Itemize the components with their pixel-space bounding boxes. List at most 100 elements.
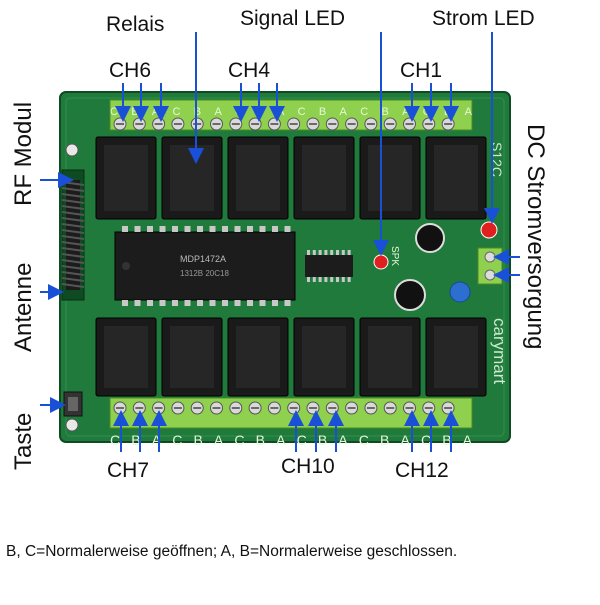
- chip-pin: [159, 300, 166, 306]
- relay-face: [170, 145, 214, 211]
- small-ic: [305, 250, 353, 282]
- chip-pin: [172, 226, 178, 232]
- chip-pin: [272, 300, 278, 306]
- antenna-coil-turn: [61, 199, 85, 204]
- chip-pin: [172, 300, 178, 306]
- chip-pin: [284, 226, 291, 232]
- chip-pin: [222, 226, 228, 232]
- terminal-strip-top: CBACBACBACBACBACBA: [109, 99, 473, 131]
- small-ic-pin: [312, 250, 316, 255]
- chip-pin: [284, 300, 291, 306]
- dc-terminal: [477, 247, 503, 285]
- relay-face: [302, 326, 346, 388]
- antenna-coil-turn: [61, 271, 85, 276]
- antenna-coil-turn: [61, 241, 85, 246]
- antenna-coil-turn: [61, 187, 85, 192]
- small-ic-pin: [312, 277, 316, 282]
- relay-row-top: [95, 136, 487, 220]
- chip-pin: [122, 300, 128, 306]
- relay-face: [434, 326, 478, 388]
- chip-pin: [134, 300, 141, 306]
- antenna-coil-turn: [61, 223, 85, 228]
- relay-face: [104, 326, 148, 388]
- antenna-coil-turn: [61, 235, 85, 240]
- small-ic-pin: [341, 277, 345, 282]
- chip-pin: [147, 300, 153, 306]
- chip-pin: [197, 226, 203, 232]
- label-taste: Taste: [10, 412, 37, 470]
- label-ch1: CH1: [400, 59, 443, 82]
- small-ic-pin: [341, 250, 345, 255]
- small-ic-pin: [330, 277, 334, 282]
- chip-pin: [159, 226, 166, 232]
- chip-pin: [247, 226, 253, 232]
- footer-note: B, C=Normalerweise geöffnen; A, B=Normal…: [6, 543, 458, 560]
- relay-face: [104, 145, 148, 211]
- label-ch7: CH7: [107, 459, 150, 482]
- relay-face: [302, 145, 346, 211]
- small-ic-pin: [347, 277, 351, 282]
- small-ic-pin: [347, 250, 351, 255]
- relay-face: [236, 145, 280, 211]
- small-ic-pin: [307, 250, 310, 255]
- antenna-coil-turn: [61, 229, 85, 234]
- chip-pin: [134, 226, 141, 232]
- label-ch4: CH4: [228, 59, 271, 82]
- label-dc-stromversorgung: DC Stromversorgung: [522, 124, 549, 350]
- small-ic-pin: [324, 277, 328, 282]
- chip-pin: [147, 226, 153, 232]
- antenna-coil-turn: [61, 265, 85, 270]
- brand-text: carymart: [490, 318, 509, 384]
- label-rf-modul: RF Modul: [10, 101, 37, 206]
- capacitors: [394, 223, 471, 311]
- chip-pin: [197, 300, 203, 306]
- chip-pin: [222, 300, 228, 306]
- antenna-coil-turn: [61, 277, 85, 282]
- chip-label-1: MDP1472A: [180, 254, 226, 264]
- chip-pin: [209, 226, 216, 232]
- small-ic-pin: [336, 277, 339, 282]
- rf-module: [61, 169, 85, 301]
- small-ic-pin: [318, 277, 322, 282]
- antenna-coil-turn: [61, 283, 85, 288]
- callout-arrows: [40, 32, 520, 452]
- antenna-coil-turn: [61, 247, 85, 252]
- label-signal-led: Signal LED: [240, 7, 346, 30]
- relay-face: [236, 326, 280, 388]
- antenna-coil-turn: [61, 259, 85, 264]
- small-ic-pin: [318, 250, 322, 255]
- small-ic-pin: [307, 277, 310, 282]
- spk-label: SPK: [389, 246, 400, 266]
- push-button: [63, 391, 83, 417]
- chip-pin: [184, 300, 191, 306]
- small-ic-pin: [330, 250, 334, 255]
- small-ic-pin: [336, 250, 339, 255]
- chip-pin: [209, 300, 216, 306]
- antenna-coil-turn: [61, 211, 85, 216]
- label-ch6: CH6: [109, 59, 152, 82]
- relay-row-bottom: [95, 317, 487, 397]
- antenna-coil-turn: [61, 217, 85, 222]
- chip-pin: [234, 226, 241, 232]
- relay-face: [434, 145, 478, 211]
- label-ch10: CH10: [281, 455, 335, 478]
- chip-pin: [184, 226, 191, 232]
- chip-pin: [259, 300, 266, 306]
- chip-pin: [247, 300, 253, 306]
- chip-pin: [234, 300, 241, 306]
- chip-pin: [259, 226, 266, 232]
- antenna-coil-turn: [61, 253, 85, 258]
- antenna-coil-turn: [61, 205, 85, 210]
- signal-led: [373, 254, 389, 270]
- label-antenne: Antenne: [10, 262, 37, 352]
- small-ic-pin: [324, 250, 328, 255]
- label-ch12: CH12: [395, 459, 449, 482]
- relay-face: [368, 145, 412, 211]
- power-led: [480, 221, 498, 239]
- chip-label-2: 1312B 20C18: [180, 269, 229, 278]
- mcu-chip: MDP1472A 1312B 20C18: [114, 226, 296, 306]
- relay-face: [368, 326, 412, 388]
- antenna-coil-turn: [61, 193, 85, 198]
